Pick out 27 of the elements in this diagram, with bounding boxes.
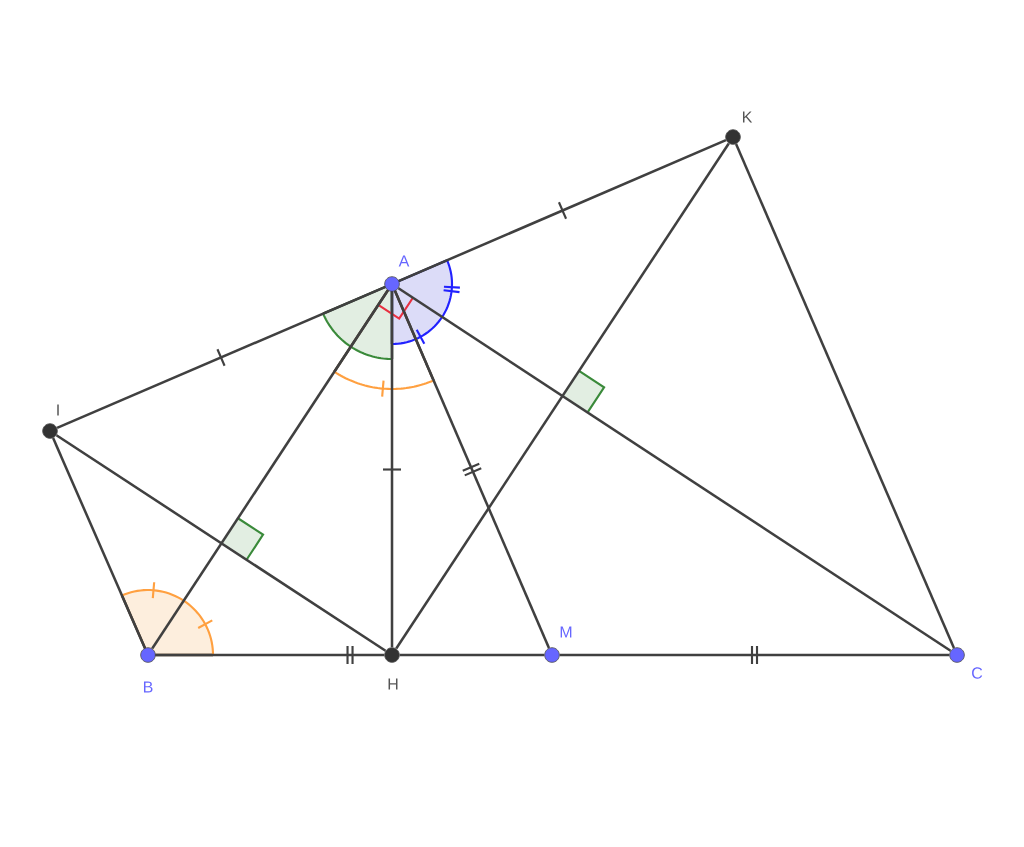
segment [155, 653, 385, 657]
segment [395, 142, 730, 650]
node-label: K [742, 111, 753, 123]
point: B [140, 647, 156, 693]
segment [393, 290, 551, 649]
segment [51, 437, 147, 649]
point: H [384, 647, 400, 690]
segment [734, 143, 956, 649]
point: A [384, 255, 410, 292]
segment [55, 434, 387, 652]
node-label: I [57, 404, 59, 416]
segment [398, 138, 727, 283]
segment [559, 653, 950, 657]
segment [151, 289, 389, 650]
segment [397, 287, 952, 652]
segment [56, 285, 386, 430]
point: K [725, 111, 753, 145]
node-label: C [972, 667, 983, 679]
node-label: A [398, 255, 410, 267]
segment [399, 653, 545, 657]
point: M [544, 626, 572, 663]
point: C [949, 647, 983, 679]
segment [390, 291, 394, 648]
point: I [42, 404, 59, 439]
node-label: B [143, 681, 153, 693]
node-label: M [560, 626, 572, 638]
node-label: H [388, 678, 398, 690]
